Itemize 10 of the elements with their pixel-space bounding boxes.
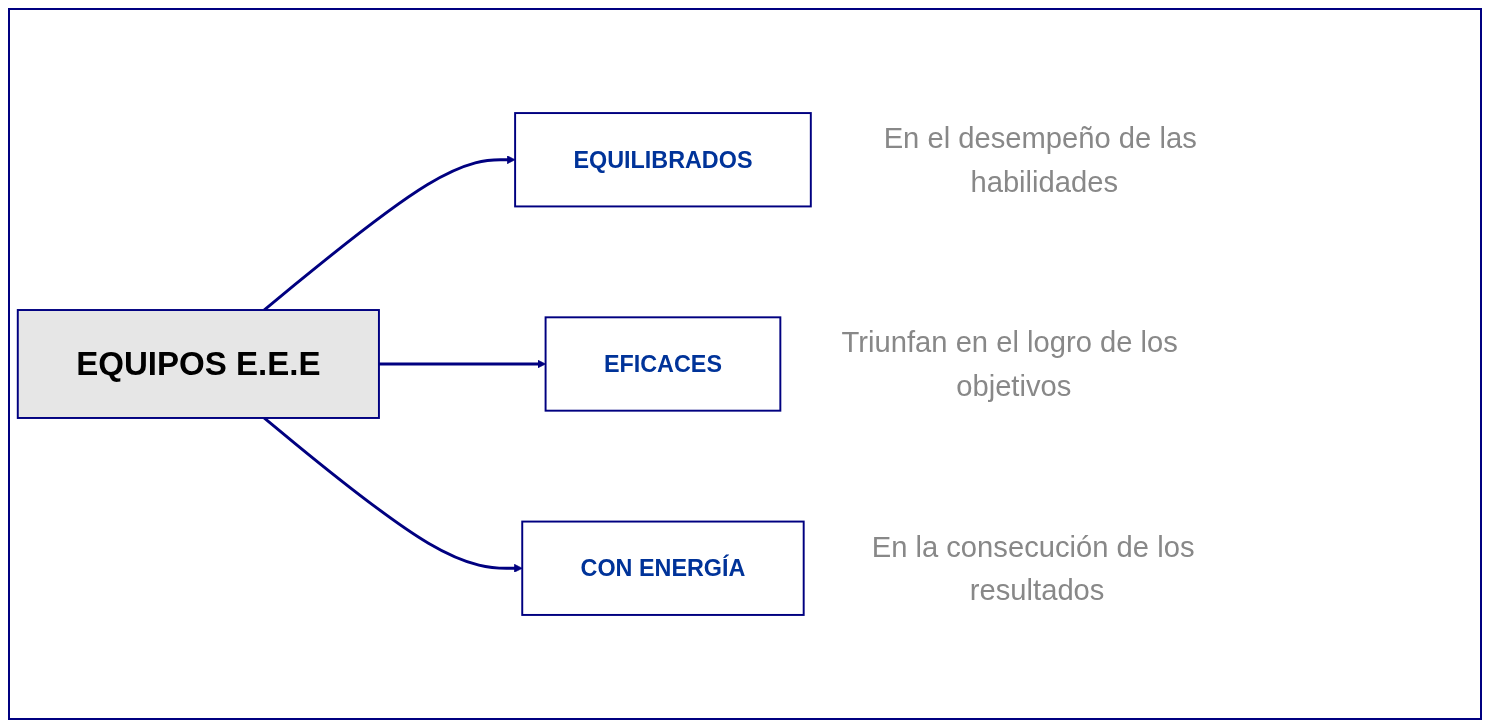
node-box: CON ENERGÍA [521, 520, 805, 616]
node-box: EQUILIBRADOS [514, 112, 812, 208]
node-box: EFICACES [544, 316, 782, 412]
node-label: En la consecución de los resultados [871, 530, 1195, 607]
node-label: En el desempeño de las habilidades [883, 121, 1197, 198]
node-label: Triunfan en el logro de los objetivos [841, 326, 1178, 402]
arrow [263, 416, 523, 573]
arrow [378, 359, 546, 369]
arrow [263, 155, 516, 312]
node-box: EQUIPOS E.E.E [16, 309, 380, 419]
